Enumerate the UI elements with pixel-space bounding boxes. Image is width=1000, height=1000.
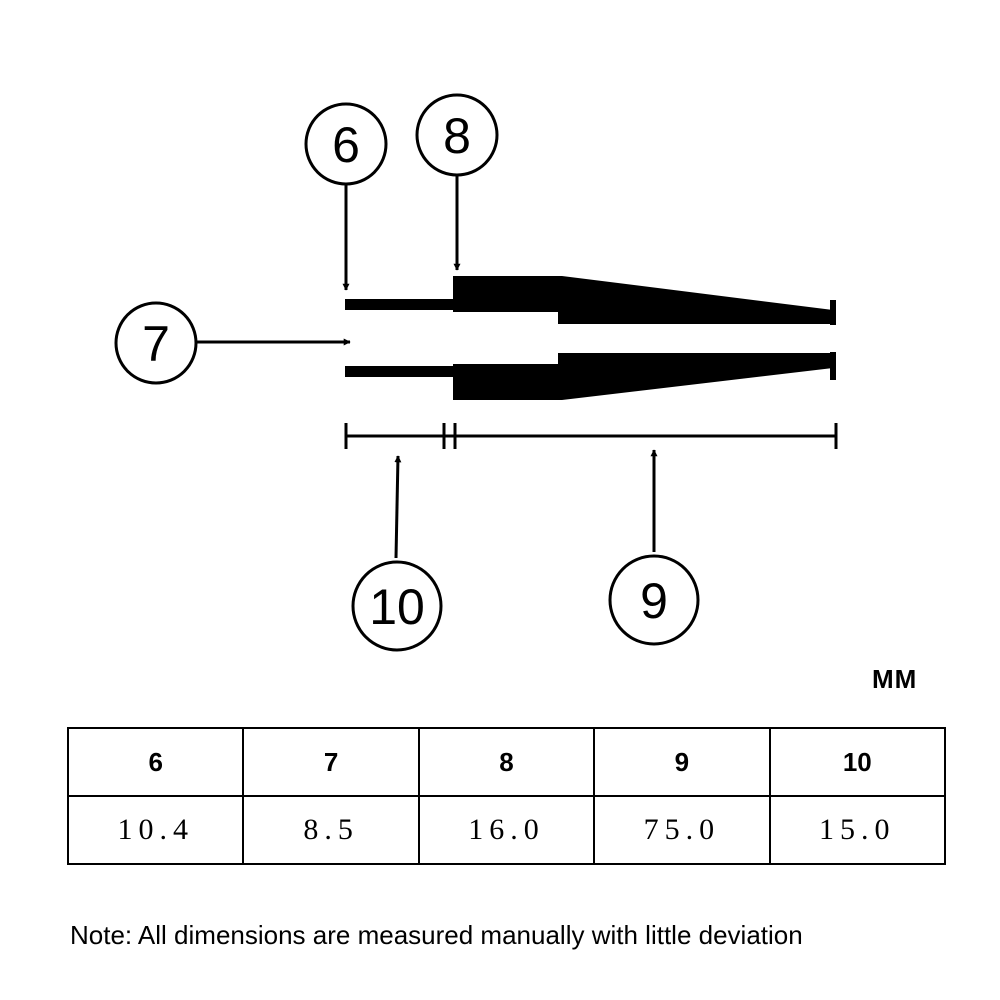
nozzle-diagram: 6 8 7 10 9 — [114, 93, 838, 652]
svg-text:9: 9 — [640, 573, 668, 629]
svg-text:10: 10 — [369, 579, 425, 635]
inlet-upper-wall — [345, 299, 457, 310]
dimension-line-10 — [344, 423, 455, 449]
arrow-10 — [394, 455, 402, 559]
dimensions-table: 6 7 8 9 10 10.4 8.5 16.0 75.0 15.0 — [66, 727, 947, 865]
callout-10: 10 — [351, 455, 443, 652]
svg-text:6: 6 — [332, 117, 360, 173]
svg-text:8: 8 — [443, 108, 471, 164]
tip-upper-lip — [830, 300, 836, 325]
value-cell: 75.0 — [593, 795, 771, 865]
nozzle-shape — [345, 276, 836, 400]
upper-body — [453, 276, 833, 324]
callout-7: 7 — [114, 301, 351, 385]
dimension-line-9 — [453, 423, 838, 449]
header-cell: 6 — [66, 727, 245, 797]
header-cell: 10 — [768, 727, 947, 797]
unit-label: MM — [872, 664, 918, 694]
lower-body — [453, 353, 833, 400]
value-cell: 16.0 — [417, 795, 596, 865]
measurement-note: Note: All dimensions are measured manual… — [70, 920, 803, 950]
callout-8: 8 — [415, 93, 499, 271]
value-cell: 15.0 — [768, 795, 947, 865]
table-value-row: 10.4 8.5 16.0 75.0 15.0 — [66, 795, 947, 865]
header-cell: 9 — [593, 727, 771, 797]
tip-lower-lip — [830, 352, 836, 380]
header-cell: 7 — [242, 727, 420, 797]
inlet-lower-wall — [345, 366, 457, 377]
header-cell: 8 — [417, 727, 596, 797]
table-header-row: 6 7 8 9 10 — [66, 727, 947, 797]
svg-text:7: 7 — [142, 316, 170, 372]
callout-9: 9 — [608, 449, 700, 646]
callout-6: 6 — [304, 102, 388, 291]
value-cell: 8.5 — [242, 795, 420, 865]
value-cell: 10.4 — [66, 795, 245, 865]
